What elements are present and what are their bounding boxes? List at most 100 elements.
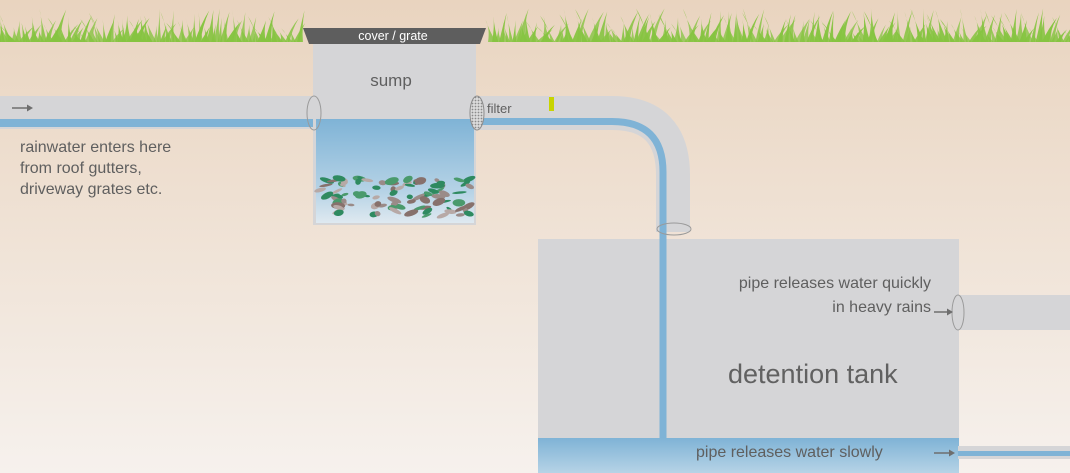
- grass-blade: [236, 19, 249, 42]
- grass-blade: [991, 15, 1008, 42]
- grass-blade: [682, 8, 698, 42]
- grass-blade: [888, 20, 906, 42]
- grass-blade: [0, 26, 9, 42]
- rainwater-label-line: rainwater enters here: [20, 139, 172, 156]
- grass-blade: [821, 10, 834, 43]
- debris-particle: [402, 181, 412, 187]
- grass-blade: [122, 15, 132, 42]
- grass-blade: [849, 28, 860, 42]
- grass-blade: [524, 10, 531, 42]
- grass-blade: [576, 15, 586, 43]
- grass-blade: [735, 16, 745, 42]
- grass-blade: [257, 20, 267, 42]
- grass-blade: [592, 17, 602, 42]
- grass-blade: [563, 9, 574, 43]
- debris-particle: [444, 209, 457, 214]
- grass-blade: [142, 18, 151, 42]
- grass-blade: [649, 12, 659, 43]
- grass-blade: [271, 16, 278, 42]
- grass-blade: [284, 18, 299, 42]
- grass-blade: [39, 8, 48, 42]
- grass-blade: [235, 28, 243, 42]
- filter-marker: [549, 97, 554, 111]
- grass-blade: [836, 11, 851, 42]
- debris-particle: [372, 185, 381, 190]
- grass-blade: [560, 24, 565, 42]
- grass-blade: [159, 25, 167, 42]
- grass-blade: [485, 19, 496, 42]
- grass-blade: [536, 27, 554, 42]
- detention-tank: [538, 239, 959, 473]
- debris-particle: [372, 195, 380, 200]
- grass-blade: [878, 26, 890, 42]
- grass-blade: [223, 16, 229, 42]
- grass-blade: [24, 22, 31, 42]
- grass-blade: [673, 17, 682, 42]
- grass-blade: [277, 28, 288, 42]
- grass-blade: [112, 25, 120, 42]
- debris-particle: [389, 189, 398, 196]
- grass-blade: [799, 20, 806, 42]
- slow-release-label: pipe releases water slowly: [696, 444, 883, 461]
- grass-blade: [213, 8, 220, 43]
- debris-particle: [384, 177, 399, 186]
- grass-blade: [717, 26, 727, 42]
- pipe-opening-icon: [306, 95, 322, 131]
- grass-blade: [868, 8, 878, 42]
- grass-blade: [1004, 12, 1021, 42]
- grass-blade: [229, 20, 243, 42]
- grass-blade: [1051, 28, 1060, 42]
- grass-blade: [20, 17, 28, 42]
- grass-blade: [492, 16, 499, 42]
- grass-blade: [30, 16, 39, 42]
- debris-particle: [403, 175, 413, 184]
- grass-blade: [630, 24, 635, 42]
- grass-blade: [247, 16, 261, 42]
- grass-blade: [635, 8, 652, 43]
- grass-blade: [30, 27, 41, 42]
- grass-blade: [73, 26, 88, 42]
- grass-blade: [785, 18, 796, 42]
- slow-outlet-water: [958, 451, 1070, 456]
- grass-blade: [88, 12, 101, 42]
- grass-blade: [802, 19, 810, 42]
- sump-debris: [314, 175, 476, 219]
- rainwater-label-line: driveway grates etc.: [20, 181, 163, 198]
- grass-blade: [721, 13, 732, 43]
- debris-particle: [333, 209, 344, 217]
- grass-blade: [604, 26, 617, 42]
- debris-particle: [453, 177, 465, 183]
- grass-blade: [502, 21, 511, 42]
- tank-water: [538, 438, 959, 473]
- grass-blade: [620, 16, 634, 42]
- grass-blade: [143, 15, 157, 42]
- grass-blade: [1052, 16, 1065, 42]
- grass-blade: [128, 20, 145, 42]
- grass-blade: [638, 17, 649, 42]
- debris-particle: [452, 199, 466, 207]
- grass-blade: [763, 24, 774, 42]
- grass-blade: [105, 20, 115, 42]
- grass-blade: [91, 28, 98, 42]
- grass-blade: [742, 8, 754, 42]
- grass-blade: [191, 13, 197, 42]
- debris-particle: [404, 183, 416, 187]
- grass-blade: [251, 26, 269, 42]
- grass-blade: [203, 23, 211, 42]
- debris-particle: [374, 210, 381, 217]
- debris-particle: [378, 180, 387, 186]
- grass-blade: [924, 18, 935, 42]
- grass-blade: [500, 27, 509, 42]
- grass-blade: [603, 22, 614, 42]
- grass-blade: [0, 26, 17, 42]
- flow-arrow-icon: [934, 449, 955, 457]
- debris-particle: [332, 175, 346, 182]
- grass-blade: [225, 21, 241, 42]
- grass-blade: [139, 15, 148, 42]
- grass-blade: [268, 16, 282, 42]
- grass-blade: [512, 20, 517, 42]
- grass-blade: [658, 15, 674, 42]
- grass-blade: [784, 14, 791, 42]
